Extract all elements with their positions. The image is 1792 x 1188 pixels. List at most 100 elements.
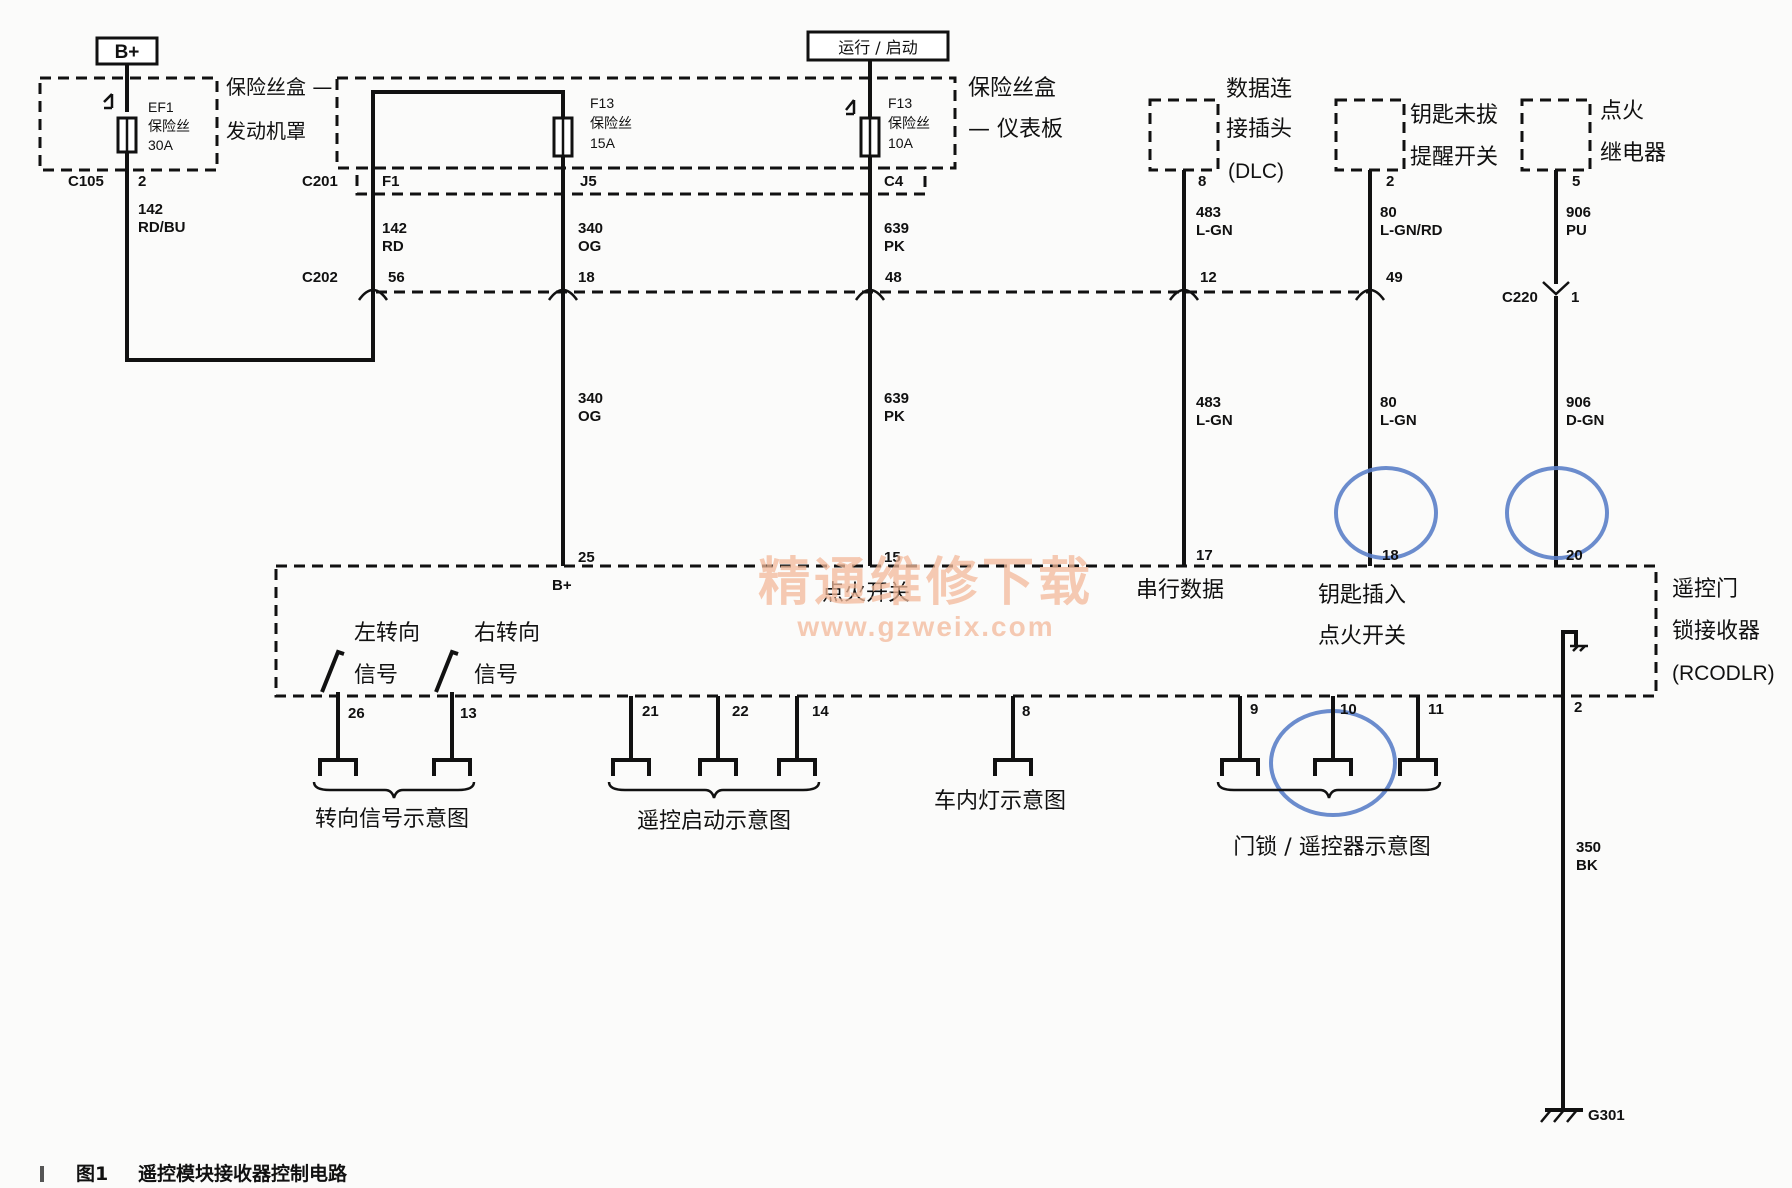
ground-internal-wire — [1561, 630, 1578, 690]
run-start-label: 运行 / 启动 — [838, 38, 918, 57]
left-turn-switch-symbol — [320, 649, 345, 693]
wire-80a-color: L-GN/RD — [1380, 222, 1443, 239]
wire-142a-circuit: 142 — [138, 201, 163, 218]
pin-m21: 21 — [642, 703, 659, 720]
pin-m22: 22 — [732, 703, 749, 720]
module-bplus-label: B+ — [552, 577, 572, 594]
key-switch-outline — [1334, 98, 1406, 172]
engine-fusebox-label: 保险丝盒 — — [226, 75, 332, 99]
pin-m11: 11 — [1428, 701, 1444, 718]
module-label-3: (RCODLR) — [1672, 662, 1775, 685]
wire-80a-circuit: 80 — [1380, 204, 1397, 221]
f13b-bus-mark — [845, 99, 856, 116]
key-switch-label: 钥匙未拔 — [1410, 103, 1498, 128]
wire-142a-color: RD/BU — [138, 219, 186, 236]
wire-483b-circuit: 483 — [1196, 394, 1221, 411]
pin-c202-49: 49 — [1386, 269, 1403, 286]
pin-dlc-8: 8 — [1198, 173, 1206, 190]
highlight-circle-pin18 — [1334, 466, 1438, 560]
remote-start-brace — [607, 781, 821, 799]
c202-terminals — [357, 288, 1386, 301]
wire-639a-circuit: 639 — [884, 220, 909, 237]
pin-c202-18: 18 — [578, 269, 595, 286]
engine-fusebox-outline — [38, 76, 219, 172]
wire-80b-circuit: 80 — [1380, 394, 1397, 411]
group-dome-label: 车内灯示意图 — [934, 789, 1066, 814]
right-turn-label: 右转向 — [474, 621, 540, 646]
wire-483a-color: L-GN — [1196, 222, 1233, 239]
pin-m15: 15 — [884, 549, 901, 566]
c202-terminal-56 — [357, 288, 389, 301]
left-turn-label: 左转向 — [354, 621, 420, 646]
panel-fusebox-label-2: — 仪表板 — [968, 117, 1063, 142]
f13a-name: F13 — [590, 95, 614, 111]
dlc-label-2: 接插头 — [1226, 117, 1292, 142]
f13a-rating: 15A — [590, 135, 616, 151]
wire-350-color: BK — [1576, 857, 1598, 874]
ef1-bus-mark — [103, 93, 114, 110]
relay-outline — [1520, 98, 1592, 172]
wire-906b-color: D-GN — [1566, 412, 1604, 429]
c202-terminal-49 — [1354, 288, 1386, 301]
panel-internal-bus — [371, 90, 565, 168]
pin-m26: 26 — [348, 705, 365, 722]
module-label: 遥控门 — [1672, 577, 1738, 602]
pin-m2: 2 — [1574, 699, 1582, 716]
c202-terminal-18 — [547, 288, 579, 301]
ground-internal-symbol — [1570, 644, 1588, 652]
caption-title: 遥控模块接收器控制电路 — [138, 1162, 348, 1185]
dlc-outline — [1148, 98, 1220, 172]
pin-m18: 18 — [1382, 547, 1399, 564]
turn-signal-tabs — [318, 758, 472, 776]
watermark-cn: 精通维修下载 — [758, 553, 1094, 613]
wire-340b-circuit: 340 — [578, 390, 603, 407]
pin-m17: 17 — [1196, 547, 1213, 564]
caption-number: 图1 — [76, 1163, 108, 1185]
group-remote-start-label: 遥控启动示意图 — [637, 809, 791, 834]
wire-340a-circuit: 340 — [578, 220, 603, 237]
pin-m13: 13 — [460, 705, 477, 722]
pin-c201-f1: F1 — [382, 173, 400, 190]
wire-340b-color: OG — [578, 408, 601, 425]
right-turn-label-2: 信号 — [474, 663, 518, 688]
pin-m8: 8 — [1022, 703, 1030, 720]
panel-fusebox-label: 保险丝盒 — [968, 76, 1056, 101]
connector-c201: C201 — [302, 173, 338, 190]
pin-m9: 9 — [1250, 701, 1258, 718]
highlight-circle-pin20 — [1505, 466, 1609, 560]
engine-fusebox-label-2: 发动机罩 — [226, 119, 306, 143]
module-ignition-label: 点火开关 — [822, 581, 910, 606]
relay-label: 点火 — [1600, 99, 1644, 124]
f13b-type: 保险丝 — [888, 116, 930, 132]
wire-350-circuit: 350 — [1576, 839, 1601, 856]
wire-639b-color: PK — [884, 408, 905, 425]
remote-start-tabs — [611, 758, 817, 776]
group-turn-label: 转向信号示意图 — [315, 807, 469, 832]
connector-c220: C220 — [1502, 289, 1538, 306]
ef1-type: 保险丝 — [148, 119, 190, 135]
pin-c105-2: 2 — [138, 173, 146, 190]
ground-g301-hatch — [1540, 1109, 1578, 1123]
wire-142-loop — [125, 152, 375, 362]
pin-m25: 25 — [578, 549, 595, 566]
left-turn-label-2: 信号 — [354, 663, 398, 688]
wire-906a-circuit: 906 — [1566, 204, 1591, 221]
doorlock-tabs — [1220, 758, 1438, 776]
wire-340a-color: OG — [578, 238, 601, 255]
pin-m10: 10 — [1340, 701, 1357, 718]
pin-c201-c4: C4 — [884, 173, 904, 190]
dome-light-tab — [993, 758, 1033, 776]
module-label-2: 锁接收器 — [1672, 619, 1760, 644]
turn-signal-brace — [312, 781, 476, 799]
doorlock-pins-wires — [1238, 696, 1420, 760]
pin-key-2: 2 — [1386, 173, 1394, 190]
caption-marker — [40, 1166, 44, 1182]
rcodlr-module-outline — [274, 564, 1658, 698]
group-doorlock-label: 门锁 / 遥控器示意图 — [1233, 835, 1430, 860]
pin-c202-56: 56 — [388, 269, 405, 286]
connector-c202: C202 — [302, 269, 338, 286]
pin-c201-j5: J5 — [580, 173, 597, 190]
pin-relay-5: 5 — [1572, 173, 1580, 190]
relay-label-2: 继电器 — [1600, 141, 1666, 166]
